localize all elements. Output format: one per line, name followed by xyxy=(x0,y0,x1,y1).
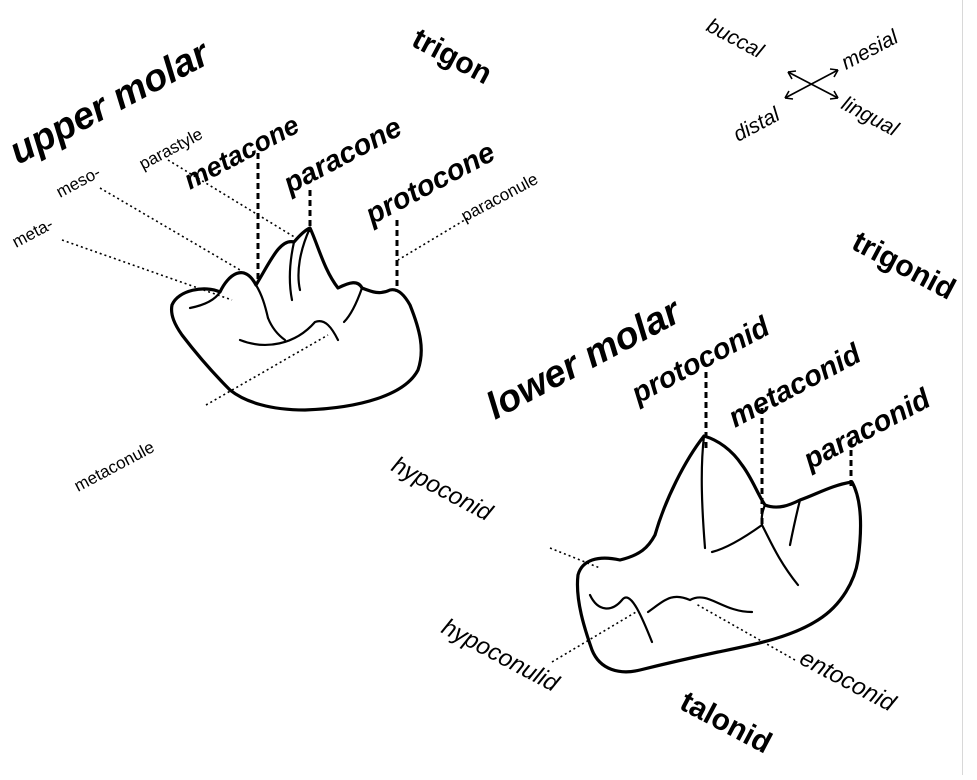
upper-ridge-7 xyxy=(268,318,285,340)
window-edge xyxy=(962,0,977,775)
orientation-compass: buccal mesial distal lingual xyxy=(703,14,904,146)
meso-leader xyxy=(100,188,240,270)
lower-molar-title: lower molar xyxy=(480,290,690,428)
hypoconulid-label: hypoconulid xyxy=(437,613,563,697)
lower-molar: lower molar trigonid protoconid metaconi… xyxy=(387,225,961,760)
lower-ridge-5 xyxy=(790,500,800,545)
upper-ridge-1 xyxy=(190,292,220,308)
buccal-label: buccal xyxy=(703,14,769,63)
lower-ridge-2 xyxy=(648,597,752,612)
metaconule-label: metaconule xyxy=(71,437,158,495)
meta-label: meta- xyxy=(9,214,56,251)
trigon-label: trigon xyxy=(407,22,498,91)
upper-ridge-6 xyxy=(240,321,338,345)
upper-ridge-2 xyxy=(256,285,268,318)
lingual-label: lingual xyxy=(838,92,904,141)
hypoconid-label: hypoconid xyxy=(387,451,497,527)
meta-leader xyxy=(62,240,232,300)
trigonid-label: trigonid xyxy=(847,225,961,307)
entoconid-label: entoconid xyxy=(795,644,900,717)
upper-molar: upper molar trigon metacone paracone pro… xyxy=(3,22,542,495)
upper-ridge-5 xyxy=(344,288,362,322)
hypoconid-leader xyxy=(550,548,600,568)
paraconid-label: paraconid xyxy=(797,382,936,476)
mesial-label: mesial xyxy=(838,25,904,74)
buccal-lingual-axis xyxy=(788,72,838,98)
lower-ridge-1 xyxy=(590,595,652,642)
talonid-label: talonid xyxy=(675,685,777,760)
upper-ridge-3 xyxy=(290,242,294,300)
lower-ridge-4 xyxy=(702,436,705,548)
distal-label: distal xyxy=(730,102,785,146)
lower-ridge-3 xyxy=(712,525,798,585)
meso-label: meso- xyxy=(53,163,104,202)
paraconule-leader xyxy=(398,218,468,260)
upper-molar-outline xyxy=(172,228,422,410)
